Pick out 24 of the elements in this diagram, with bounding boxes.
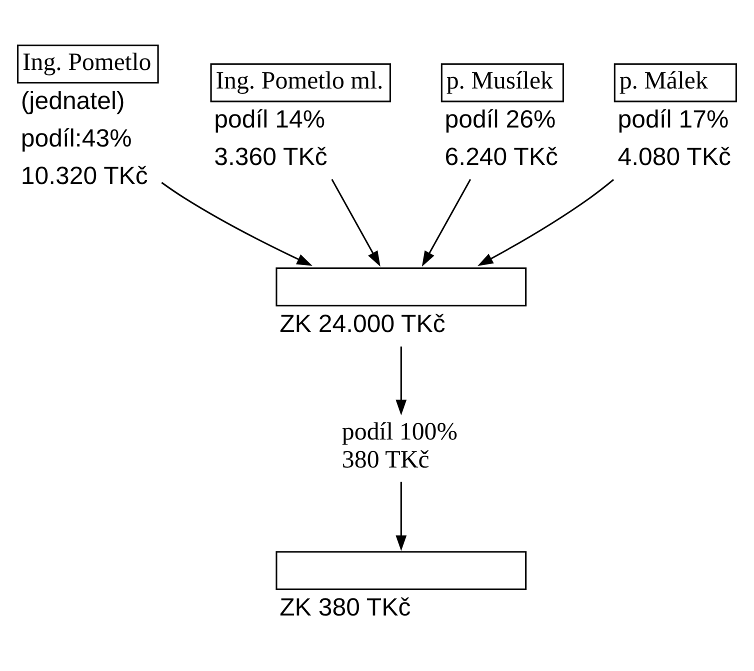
node-label: podíl 14%	[214, 105, 325, 134]
node-label: 3.360 TKč	[214, 142, 328, 171]
arrow	[396, 346, 407, 415]
node-label: 10.320 TKč	[20, 161, 148, 190]
node-box: p. Musílek	[440, 62, 564, 102]
node-label: ZK 24.000 TKč	[280, 309, 446, 338]
arrow	[396, 481, 407, 551]
node-label: ZK 380 TKč	[280, 592, 411, 621]
node-box: Ing. Pometlo ml.	[210, 62, 392, 102]
node-label: 6.240 TKč	[444, 142, 558, 171]
node-box	[276, 266, 527, 306]
arrow	[331, 178, 380, 266]
arrow	[422, 178, 472, 266]
arrow	[161, 181, 312, 266]
node-label: (jednatel)	[20, 86, 125, 114]
node-text: podíl 100% 380 TKč	[342, 418, 458, 473]
arrow	[478, 178, 614, 266]
node-label: podíl 17%	[618, 105, 729, 134]
node-box: Ing. Pometlo	[17, 44, 159, 84]
node-box	[276, 550, 527, 590]
node-label: 4.080 TKč	[618, 142, 731, 171]
node-label: podíl 26%	[444, 105, 556, 134]
node-label: podíl:43%	[20, 124, 132, 152]
node-box: p. Málek	[614, 62, 737, 102]
